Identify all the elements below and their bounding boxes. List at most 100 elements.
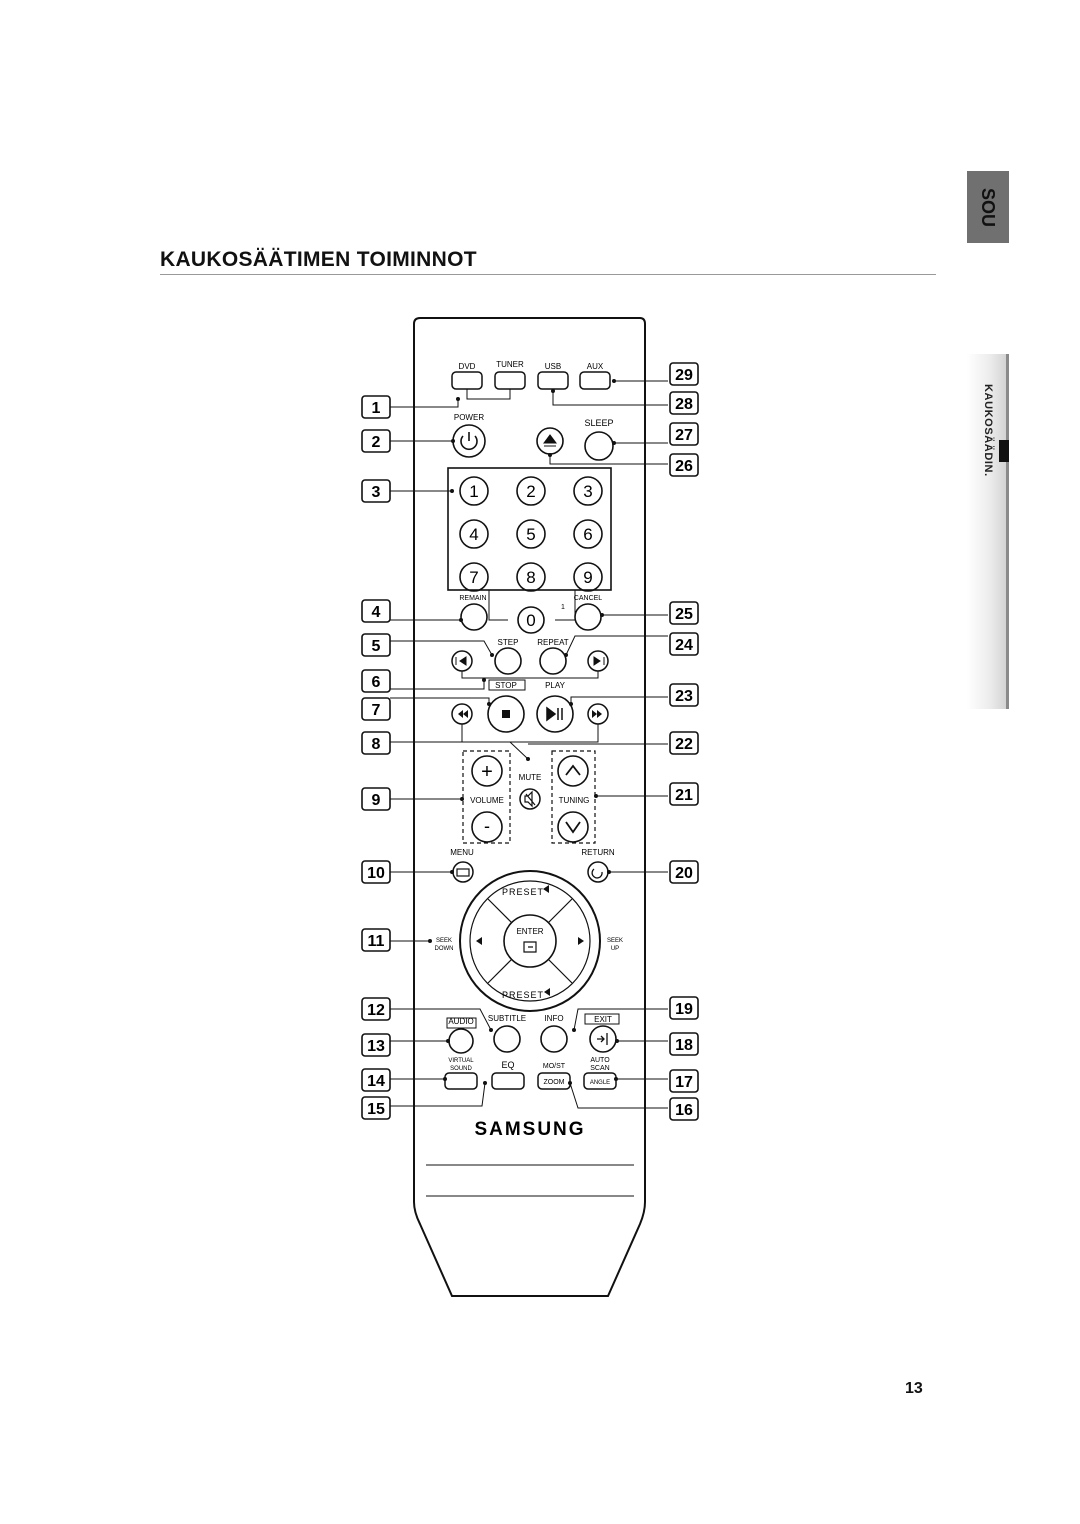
enter-icon — [523, 941, 537, 953]
seek-up-arrow-icon[interactable] — [578, 937, 584, 945]
digit-5-label: 5 — [526, 525, 535, 544]
callout-16-box — [669, 1097, 699, 1121]
repeat-button[interactable] — [539, 647, 567, 675]
tuner-button[interactable] — [494, 371, 526, 390]
preset-up-icon[interactable] — [543, 885, 549, 893]
step-button[interactable] — [494, 647, 522, 675]
digit-4-label: 4 — [469, 525, 478, 544]
preset-down-label: PRESET — [502, 990, 544, 1000]
zoom-label: ZOOM — [544, 1079, 565, 1086]
virtual-sound-button[interactable] — [444, 1072, 478, 1090]
info-button[interactable] — [540, 1025, 568, 1053]
volume-down-button[interactable] — [471, 811, 503, 843]
tuning-group-frame — [551, 750, 596, 844]
callout-10-box — [361, 860, 391, 884]
mute-button[interactable] — [519, 788, 541, 810]
callout-6: 6 — [372, 674, 381, 691]
callout-12-box — [361, 997, 391, 1021]
callout-29-box — [669, 362, 699, 386]
stop-button[interactable] — [487, 695, 525, 733]
callout-27-box — [669, 422, 699, 446]
callout-14-box — [361, 1068, 391, 1092]
digit-1-label: 1 — [469, 482, 478, 501]
subtitle-label: SUBTITLE — [488, 1014, 526, 1023]
repeat-label: REPEAT — [537, 638, 569, 647]
volume-up-button[interactable] — [471, 755, 503, 787]
audio-button[interactable] — [448, 1028, 474, 1054]
callout-22: 22 — [675, 736, 693, 753]
menu-label: MENU — [450, 848, 474, 857]
digit-0-button[interactable] — [517, 606, 545, 634]
callout-22-box — [669, 731, 699, 755]
dvd-button[interactable] — [451, 371, 483, 390]
callout-28: 28 — [675, 396, 693, 413]
subtitle-button[interactable] — [493, 1025, 521, 1053]
callout-17-box — [669, 1069, 699, 1093]
dvd-label: DVD — [459, 362, 476, 371]
callout-24-box — [669, 632, 699, 656]
sleep-button[interactable] — [584, 431, 614, 461]
side-index-panel: KAUKOSÄÄDIN. — [967, 354, 1009, 709]
preset-down-icon[interactable] — [544, 988, 550, 996]
seek-down-arrow-icon[interactable] — [476, 937, 482, 945]
callout-18-box — [669, 1032, 699, 1056]
side-panel-edge — [1006, 354, 1009, 709]
brand-logo: SAMSUNG — [474, 1119, 585, 1140]
menu-button[interactable] — [452, 861, 474, 883]
play-pause-button[interactable] — [536, 695, 574, 733]
callout-19: 19 — [675, 1001, 693, 1018]
digit-4-button[interactable] — [459, 519, 489, 549]
callout-3-box — [361, 479, 391, 503]
digit-1-button[interactable] — [459, 476, 489, 506]
side-label-text: KAUKOSÄÄDIN. — [982, 384, 994, 477]
callout-9-box — [361, 787, 391, 811]
callout-8: 8 — [372, 736, 381, 753]
page-number: 13 — [905, 1380, 923, 1397]
cancel-button[interactable] — [574, 603, 602, 631]
callout-20-box — [669, 860, 699, 884]
callout-25-box — [669, 601, 699, 625]
usb-button[interactable] — [537, 371, 569, 390]
angle-label: ANGLE — [590, 1080, 610, 1086]
callout-7: 7 — [372, 702, 381, 719]
virtual-sound-label-1: VIRTUAL — [448, 1058, 474, 1064]
mute-label: MUTE — [519, 773, 542, 782]
digit-7-button[interactable] — [459, 562, 489, 592]
volume-group-frame — [462, 750, 511, 844]
digit-6-button[interactable] — [573, 519, 603, 549]
remote-body — [413, 317, 646, 1297]
digit-9-button[interactable] — [573, 562, 603, 592]
callout-20: 20 — [675, 865, 693, 882]
callout-19-box — [669, 996, 699, 1020]
aux-button[interactable] — [579, 371, 611, 390]
return-button[interactable] — [587, 861, 609, 883]
nav-pad-ring — [469, 880, 591, 1002]
tuning-up-button[interactable] — [557, 755, 589, 787]
digit-5-button[interactable] — [516, 519, 546, 549]
callout-27: 27 — [675, 427, 693, 444]
callout-5: 5 — [372, 638, 381, 655]
digit-3-button[interactable] — [573, 476, 603, 506]
power-icon — [460, 435, 478, 451]
digit-8-button[interactable] — [516, 562, 546, 592]
digit-2-label: 2 — [526, 482, 535, 501]
callout-16: 16 — [675, 1102, 693, 1119]
eq-button[interactable] — [491, 1072, 525, 1090]
nav-pad-outer — [459, 870, 601, 1012]
callout-4-box — [361, 599, 391, 623]
callout-23-box — [669, 683, 699, 707]
callout-8-box — [361, 731, 391, 755]
tiny-one-label: 1 — [561, 604, 565, 611]
exit-button[interactable] — [589, 1025, 617, 1053]
tuning-down-button[interactable] — [557, 811, 589, 843]
tuning-up-icon — [565, 764, 581, 776]
remain-button[interactable] — [460, 603, 488, 631]
auto-scan-label-1: AUTO — [590, 1057, 610, 1064]
digit-2-button[interactable] — [516, 476, 546, 506]
rewind-icon — [458, 710, 468, 718]
volume-plus-label: + — [481, 761, 493, 783]
enter-button[interactable] — [503, 914, 557, 968]
play-label: PLAY — [545, 681, 566, 690]
eq-label: EQ — [501, 1060, 514, 1070]
callout-13: 13 — [367, 1038, 385, 1055]
